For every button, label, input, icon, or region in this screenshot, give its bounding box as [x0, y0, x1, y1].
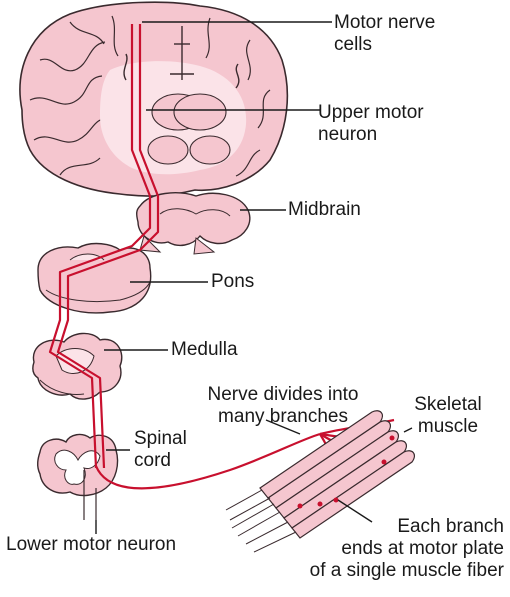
- label-spinal-cord-line1: Spinal: [134, 428, 187, 450]
- label-upper-motor-neuron: Upper motor neuron: [318, 102, 424, 146]
- pons-section: [38, 244, 151, 313]
- label-each-branch-line1: Each branch: [262, 516, 504, 538]
- medulla-section: [33, 333, 122, 399]
- label-motor-nerve-cells-line1: Motor nerve: [334, 12, 435, 34]
- label-midbrain: Midbrain: [288, 199, 361, 221]
- label-each-branch: Each branch ends at motor plate of a sin…: [262, 516, 504, 582]
- label-medulla: Medulla: [171, 339, 238, 361]
- label-each-branch-line2: ends at motor plate: [262, 538, 504, 560]
- label-skeletal-muscle: Skeletal muscle: [398, 394, 498, 438]
- label-upper-motor-neuron-line1: Upper motor: [318, 102, 424, 124]
- label-motor-nerve-cells: Motor nerve cells: [334, 12, 435, 56]
- label-nerve-divides-line1: Nerve divides into: [188, 384, 378, 406]
- label-spinal-cord: Spinal cord: [134, 428, 187, 472]
- label-each-branch-line3: of a single muscle fiber: [262, 560, 504, 582]
- label-skeletal-muscle-line2: muscle: [398, 416, 498, 438]
- label-pons: Pons: [211, 271, 254, 293]
- label-nerve-divides: Nerve divides into many branches: [188, 384, 378, 428]
- label-upper-motor-neuron-line2: neuron: [318, 124, 424, 146]
- midbrain-section: [137, 193, 250, 254]
- label-nerve-divides-line2: many branches: [188, 406, 378, 428]
- brain-section: [20, 2, 287, 196]
- label-lower-motor-neuron: Lower motor neuron: [6, 534, 176, 556]
- spinal-cord-section: [38, 435, 118, 520]
- label-motor-nerve-cells-line2: cells: [334, 34, 435, 56]
- label-skeletal-muscle-line1: Skeletal: [398, 394, 498, 416]
- label-spinal-cord-line2: cord: [134, 450, 187, 472]
